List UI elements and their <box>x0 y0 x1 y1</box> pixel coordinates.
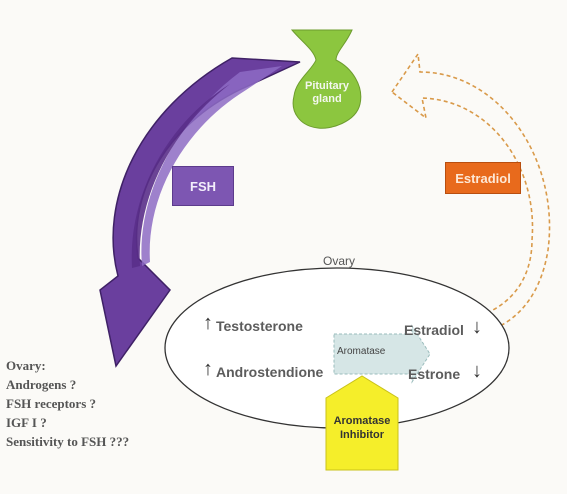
androstendione-label: Androstendione <box>216 364 324 380</box>
aromatase-inhibitor-arrow <box>325 375 399 471</box>
aromatase-arrow <box>333 324 431 384</box>
gland-label-line2: gland <box>312 93 342 105</box>
estrone-down-arrow-icon: ↓ <box>472 360 482 382</box>
note-item: FSH receptors ? <box>6 396 97 411</box>
androstendione-up-arrow-icon: ↑ <box>203 358 213 380</box>
aromatase-inhibitor-label: Aromatase Inhibitor <box>330 414 394 442</box>
aromatase-label: Aromatase <box>337 346 386 357</box>
estradiol-label: Estradiol <box>404 322 464 338</box>
fsh-box: FSH <box>172 166 234 206</box>
note-item: IGF I ? <box>6 415 47 430</box>
notes-title: Ovary: <box>6 358 46 373</box>
pituitary-gland-label: Pituitary gland <box>296 80 358 106</box>
inhibitor-line2: Inhibitor <box>340 429 384 441</box>
estrone-label: Estrone <box>408 366 461 382</box>
testosterone-label: Testosterone <box>216 318 303 334</box>
estradiol-down-arrow-icon: ↓ <box>472 316 482 338</box>
ovary-label: Ovary <box>323 254 356 268</box>
inhibitor-line1: Aromatase <box>333 415 391 427</box>
note-item: Androgens ? <box>6 377 77 392</box>
fsh-curved-arrow <box>99 57 301 368</box>
note-item: Sensitivity to FSH ??? <box>6 434 130 449</box>
pituitary-gland-shape <box>290 29 362 129</box>
testosterone-up-arrow-icon: ↑ <box>203 312 213 334</box>
estradiol-feedback-box: Estradiol <box>445 162 521 194</box>
ovary-notes: Ovary: Androgens ? FSH receptors ? IGF I… <box>6 356 129 451</box>
gland-label-line1: Pituitary <box>304 80 349 92</box>
